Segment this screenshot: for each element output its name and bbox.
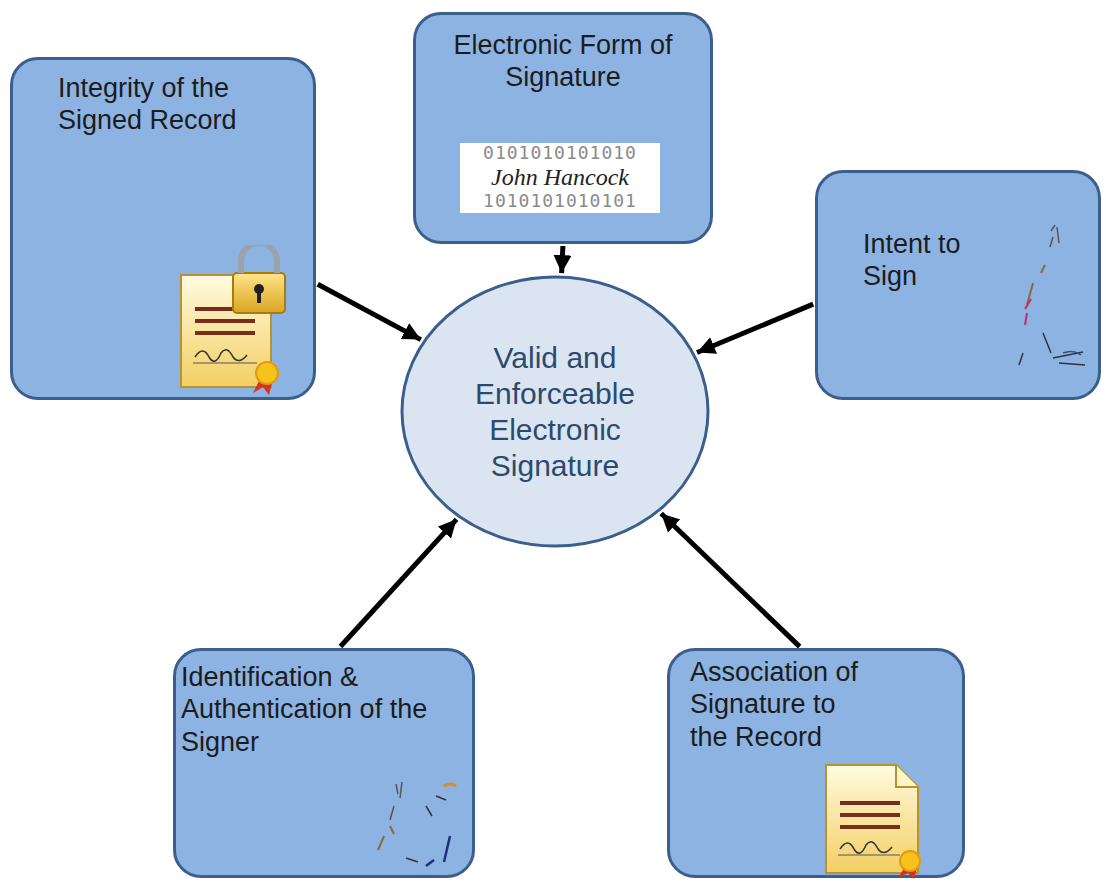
- binary-digits: 1010101010101: [460, 191, 660, 211]
- handwritten-signature: John Hancock: [460, 163, 660, 191]
- signature-image: 0101010101010John Hancock1010101010101: [460, 143, 660, 213]
- process-box: Intent to Sign: [815, 170, 1101, 400]
- center-label: Valid and Enforceable Electronic Signatu…: [435, 340, 675, 484]
- process-box: Association of Signature to the Record: [667, 648, 965, 878]
- certificate-lock-icon: [173, 245, 298, 395]
- arrow-connector: [562, 246, 563, 273]
- ellipse-outline: [400, 275, 710, 548]
- box-label: Electronic Form of Signature: [426, 29, 700, 94]
- box-label: Association of Signature to the Record: [690, 656, 880, 753]
- person-sketch: [1013, 213, 1093, 373]
- center-ellipse: Valid and Enforceable Electronic Signatu…: [400, 275, 710, 548]
- box-label: Integrity of the Signed Record: [58, 72, 298, 137]
- binary-digits: 0101010101010: [460, 143, 660, 163]
- box-label: Intent to Sign: [863, 228, 1013, 293]
- certificate-icon: [820, 761, 930, 879]
- arrow-connector: [697, 304, 813, 352]
- arrow-connector: [661, 514, 799, 647]
- process-box: Electronic Form of Signature 010101010101…: [413, 12, 713, 244]
- process-box: Identification & Authentication of the S…: [173, 648, 475, 878]
- box-label: Identification & Authentication of the S…: [181, 661, 441, 758]
- process-box: Integrity of the Signed Record: [10, 57, 316, 400]
- arrow-connector: [340, 519, 456, 646]
- arrow-connector: [318, 284, 421, 339]
- persons-sketch: [366, 776, 466, 876]
